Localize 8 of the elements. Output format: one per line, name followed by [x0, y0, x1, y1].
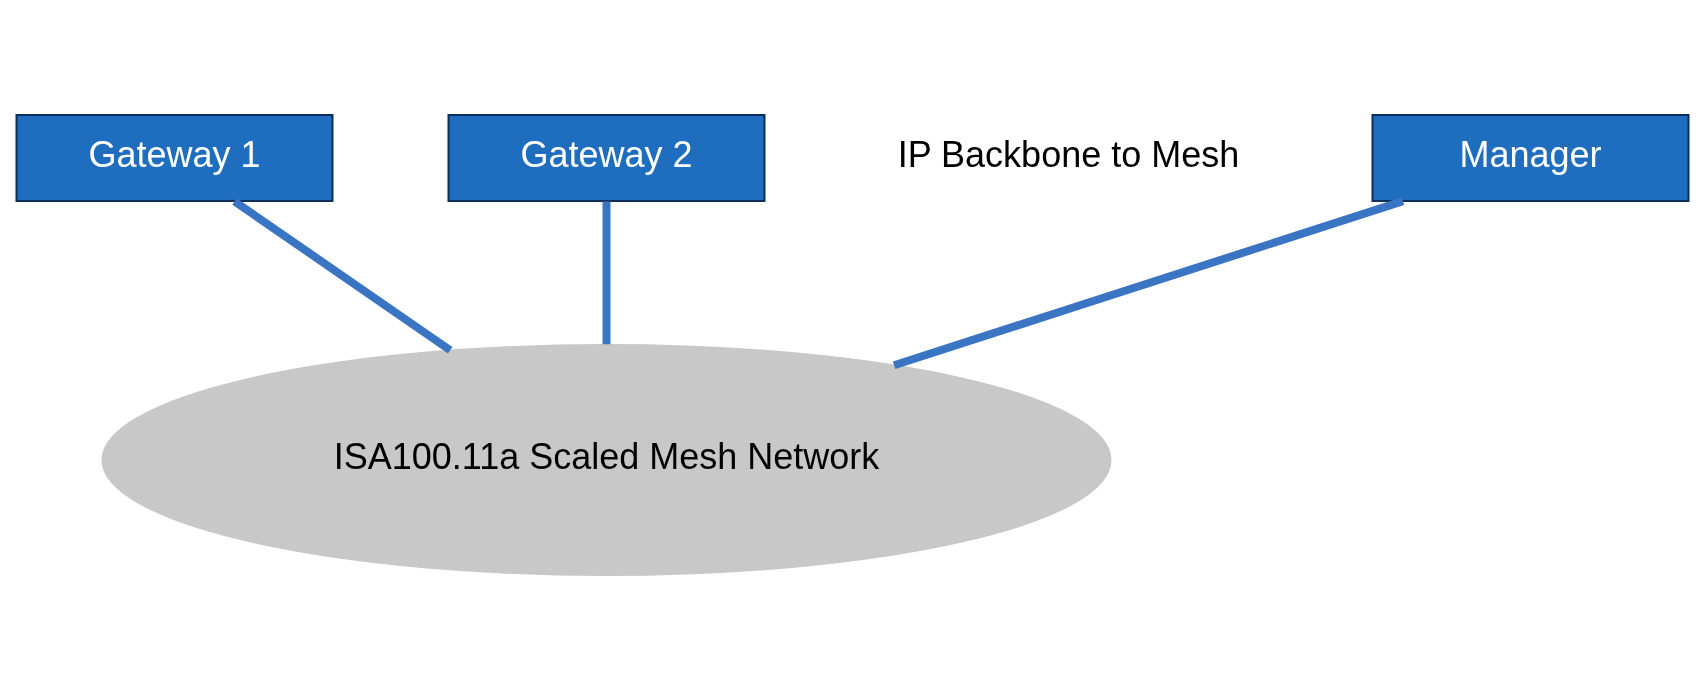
node-ellipse: ISA100.11a Scaled Mesh Network [101, 343, 1112, 576]
connector [232, 197, 453, 353]
connector [602, 200, 611, 344]
label: IP Backbone to Mesh [897, 133, 1240, 175]
node-box: Gateway 2 [447, 113, 766, 202]
connector [892, 196, 1405, 369]
node-box: Manager [1371, 113, 1690, 202]
node-box: Gateway 1 [15, 113, 334, 202]
